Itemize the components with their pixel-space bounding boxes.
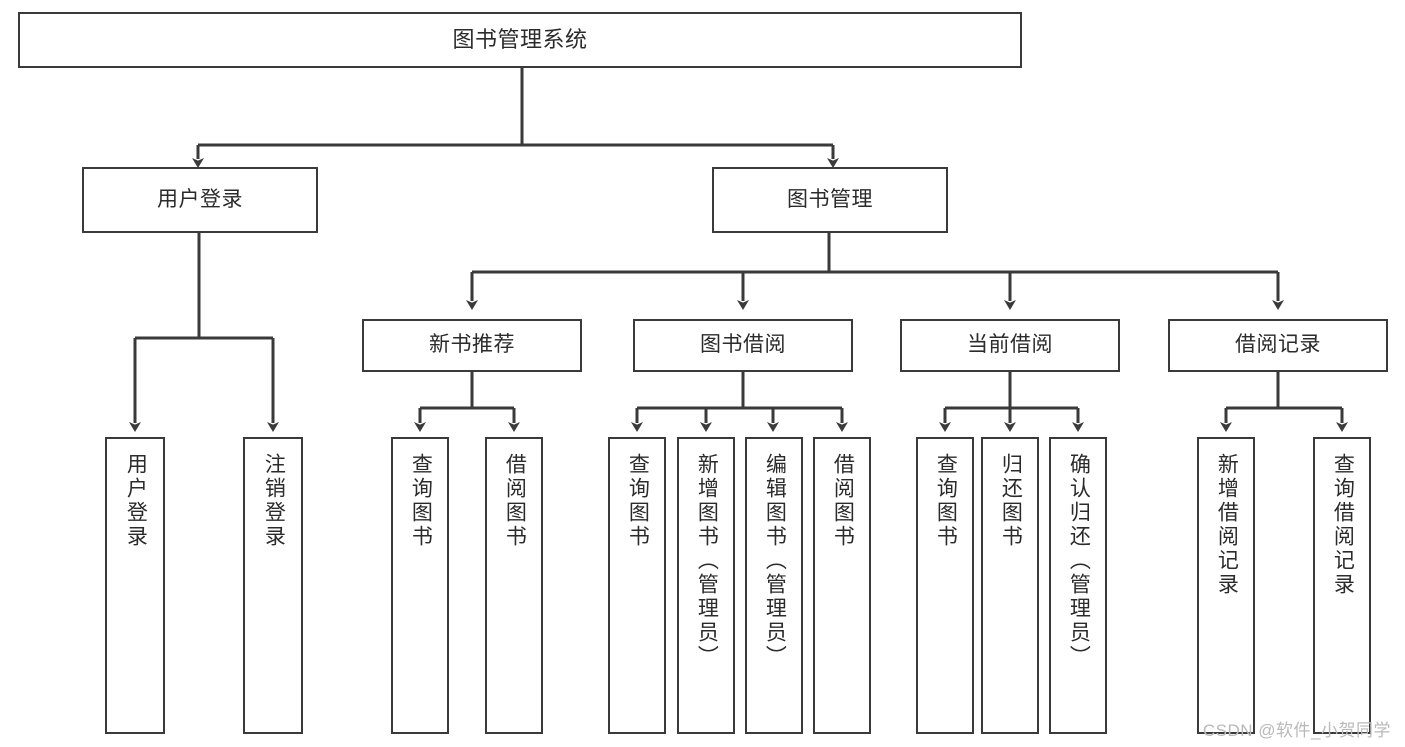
node-label: 新增图书（管理员）	[695, 453, 719, 669]
leaf-confirm-return-admin[interactable]: 确认归还（管理员）	[1049, 437, 1107, 734]
node-label: 借阅记录	[1235, 333, 1321, 357]
node-label: 用户登录	[124, 453, 148, 549]
node-new-book-recommend[interactable]: 新书推荐	[362, 319, 582, 372]
node-current-borrow[interactable]: 当前借阅	[900, 319, 1120, 372]
node-book-management[interactable]: 图书管理	[712, 167, 948, 233]
node-label: 查询图书	[934, 453, 958, 549]
leaf-add-book-admin[interactable]: 新增图书（管理员）	[677, 437, 735, 734]
leaf-borrow-book-new[interactable]: 借阅图书	[485, 437, 543, 734]
node-label: 查询图书	[409, 453, 433, 549]
node-label: 注销登录	[262, 453, 286, 549]
node-label: 归还图书	[999, 453, 1023, 549]
node-label: 图书借阅	[700, 333, 786, 357]
node-label: 查询图书	[626, 453, 650, 549]
leaf-edit-book-admin[interactable]: 编辑图书（管理员）	[745, 437, 803, 734]
node-label: 确认归还（管理员）	[1067, 453, 1091, 669]
node-borrow-record[interactable]: 借阅记录	[1168, 319, 1388, 372]
leaf-logout[interactable]: 注销登录	[243, 437, 303, 734]
node-label: 当前借阅	[967, 333, 1053, 357]
node-label: 借阅图书	[831, 453, 855, 549]
node-label: 图书管理	[787, 187, 873, 211]
node-label: 新书推荐	[429, 333, 515, 357]
leaf-query-book-new[interactable]: 查询图书	[391, 437, 449, 734]
node-label: 借阅图书	[503, 453, 527, 549]
watermark: CSDN @软件_小贺同学	[1202, 721, 1391, 740]
node-user-login[interactable]: 用户登录	[82, 167, 318, 233]
node-label: 新增借阅记录	[1215, 453, 1239, 597]
node-label: 用户登录	[157, 187, 243, 211]
leaf-user-login[interactable]: 用户登录	[105, 437, 165, 734]
leaf-query-book-borrow[interactable]: 查询图书	[608, 437, 666, 734]
node-label: 编辑图书（管理员）	[763, 453, 787, 669]
node-label: 图书管理系统	[452, 27, 588, 53]
node-label: 查询借阅记录	[1331, 453, 1355, 597]
leaf-query-book-current[interactable]: 查询图书	[916, 437, 974, 734]
node-root-system[interactable]: 图书管理系统	[18, 12, 1022, 68]
node-book-borrow[interactable]: 图书借阅	[633, 319, 853, 372]
leaf-return-book[interactable]: 归还图书	[981, 437, 1039, 734]
leaf-query-borrow-record[interactable]: 查询借阅记录	[1313, 437, 1371, 734]
leaf-borrow-book[interactable]: 借阅图书	[813, 437, 871, 734]
leaf-add-borrow-record[interactable]: 新增借阅记录	[1197, 437, 1255, 734]
